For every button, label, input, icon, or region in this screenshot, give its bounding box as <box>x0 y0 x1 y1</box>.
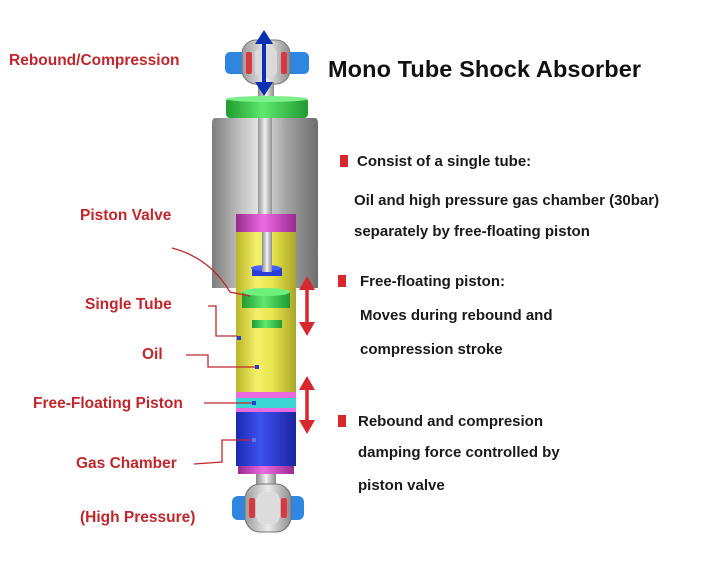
leader-lines <box>171 247 255 465</box>
bullet-heading: Consist of a single tube: <box>357 153 532 170</box>
bottom-eye-mount <box>232 474 304 533</box>
bullet-line: piston valve <box>358 477 445 494</box>
bullet-line: separately by free-floating piston <box>354 223 590 240</box>
label-high-pressure: (High Pressure) <box>80 509 196 526</box>
bullet-marker <box>338 275 346 287</box>
rebound-compression-arrow <box>255 30 273 96</box>
label-free-floating-piston: Free-Floating Piston <box>33 395 183 412</box>
label-oil: Oil <box>142 346 163 363</box>
bullet-line: Moves during rebound and <box>360 307 553 324</box>
label-rebound-compression: Rebound/Compression <box>9 52 180 69</box>
bullet-line: damping force controlled by <box>358 444 560 461</box>
top-eye-mount <box>225 39 309 102</box>
label-gas-chamber: Gas Chamber <box>76 455 177 472</box>
leader-gas-chamber <box>193 439 252 465</box>
stroke-arrow-lower <box>299 376 315 434</box>
stroke-arrow-upper <box>299 276 315 336</box>
bullet-line: compression stroke <box>360 341 503 358</box>
leader-single-tube <box>208 305 237 337</box>
bullet-marker <box>338 415 346 427</box>
bullet-marker <box>340 155 348 167</box>
bullet-heading: Free-floating piston: <box>360 273 505 290</box>
inner-tube <box>236 214 296 474</box>
label-single-tube: Single Tube <box>85 296 172 313</box>
label-piston-valve: Piston Valve <box>80 207 172 224</box>
leader-oil <box>186 354 255 368</box>
diagram-title: Mono Tube Shock Absorber <box>328 56 642 82</box>
bullet-heading: Rebound and compresion <box>358 413 544 430</box>
leader-piston-valve <box>171 247 251 297</box>
bullet-line: Oil and high pressure gas chamber (30bar… <box>354 192 660 209</box>
top-seal <box>226 96 308 118</box>
